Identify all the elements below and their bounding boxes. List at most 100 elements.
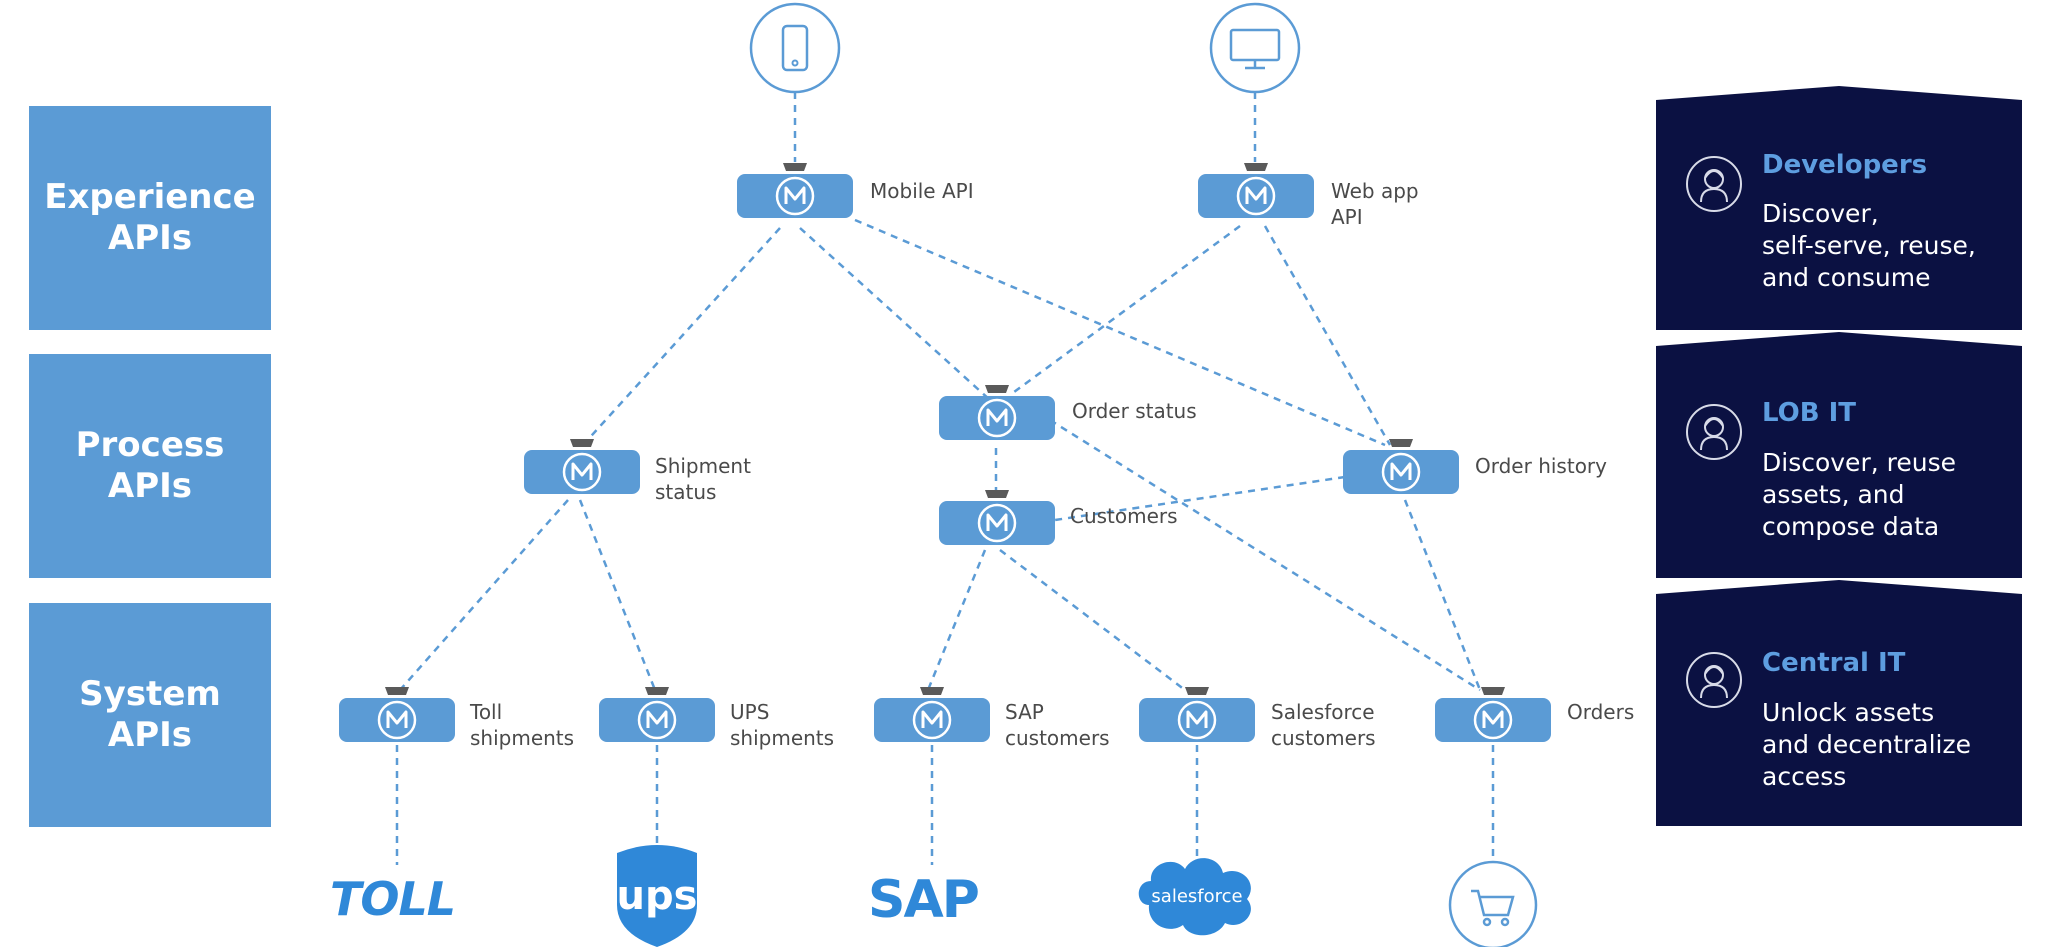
node-label-web-app-api: Web app API — [1331, 179, 1419, 229]
node-cap — [385, 687, 409, 695]
connector-customers-to-sap — [926, 549, 987, 691]
connector-order-status-to-orders — [1049, 418, 1481, 692]
connector-order-history-to-customers — [1054, 475, 1346, 522]
mulesoft-badge-icon — [562, 452, 602, 492]
node-cap — [783, 163, 807, 171]
layer-title-line2: APIs — [107, 715, 193, 755]
node-cap — [1389, 439, 1413, 447]
node-cap — [1481, 687, 1505, 695]
role-panel-central-it: Central IT Unlock assets and decentraliz… — [1656, 580, 2022, 826]
node-label-toll-shipments: Toll shipments — [470, 700, 575, 750]
api-node-sap-customers — [874, 687, 990, 742]
person-icon — [1686, 404, 1742, 460]
mulesoft-m-glyph — [986, 408, 1008, 426]
mulesoft-m-glyph — [646, 710, 668, 728]
api-node-salesforce-customers — [1139, 687, 1255, 742]
api-node-customers — [939, 490, 1055, 545]
role-title: LOB IT — [1762, 398, 1857, 428]
connector-shipment-status-to-toll — [399, 499, 569, 691]
mulesoft-badge-icon — [1473, 700, 1513, 740]
connector-mobile-api-to-order-history — [854, 218, 1386, 447]
node-label-orders: Orders — [1567, 700, 1635, 724]
connector-shipment-status-to-ups — [578, 499, 657, 691]
api-node-order-history — [1343, 439, 1459, 494]
role-description: Unlock assets and decentralize access — [1762, 698, 1971, 791]
node-label-order-history: Order history — [1475, 454, 1607, 478]
layer-title-line1: Experience — [44, 177, 256, 217]
node-cap — [645, 687, 669, 695]
node-cap — [1244, 163, 1268, 171]
layer-title-line2: APIs — [107, 466, 193, 506]
node-label-sap-customers: SAP customers — [1005, 700, 1110, 750]
mulesoft-m-glyph — [1186, 710, 1208, 728]
monitor-icon — [1229, 28, 1281, 70]
mulesoft-badge-icon — [637, 700, 677, 740]
api-node-orders — [1435, 687, 1551, 742]
cart-endpoint — [1448, 860, 1538, 947]
mulesoft-badge-icon — [1236, 176, 1276, 216]
mulesoft-m-glyph — [386, 710, 408, 728]
node-cap — [1185, 687, 1209, 695]
mulesoft-m-glyph — [1390, 462, 1412, 480]
connector-web-app-api-to-order-history — [1263, 225, 1392, 446]
connector-order-history-to-orders — [1403, 499, 1482, 691]
connections — [395, 92, 1495, 865]
api-node-order-status — [939, 385, 1055, 440]
connector-web-app-api-to-order-status — [1009, 224, 1241, 397]
node-label-order-status: Order status — [1072, 399, 1197, 423]
mulesoft-badge-icon — [377, 700, 417, 740]
mobile-endpoint — [749, 2, 841, 94]
connector-mobile-api-to-order-status — [799, 227, 991, 401]
api-node-ups-shipments — [599, 687, 715, 742]
mulesoft-badge-icon — [1177, 700, 1217, 740]
role-description: Discover, self-serve, reuse, and consume — [1762, 199, 1976, 292]
mulesoft-m-glyph — [1245, 186, 1267, 204]
api-node-web-app-api — [1198, 163, 1314, 218]
connector-mobile-api-to-shipment-status — [582, 227, 781, 446]
mulesoft-m-glyph — [784, 186, 806, 204]
salesforce-logo-text: salesforce — [1151, 886, 1242, 907]
role-panel-developers: Developers Discover, self-serve, reuse, … — [1656, 86, 2022, 330]
mulesoft-badge-icon — [912, 700, 952, 740]
mulesoft-m-glyph — [921, 710, 943, 728]
layer-title-line2: APIs — [107, 218, 193, 258]
person-icon — [1686, 652, 1742, 708]
layer-title-line1: System — [79, 674, 221, 714]
ups-logo-text: ups — [617, 873, 698, 919]
node-cap — [985, 385, 1009, 393]
node-label-mobile-api: Mobile API — [870, 179, 974, 203]
node-label-customers: Customers — [1070, 504, 1178, 528]
toll-logo: TOLL — [330, 872, 456, 926]
api-node-shipment-status — [524, 439, 640, 494]
role-description: Discover, reuse assets, and compose data — [1762, 448, 1956, 541]
shopping-cart-icon — [1471, 889, 1515, 927]
layer-title-line1: Process — [75, 425, 225, 465]
mulesoft-badge-icon — [775, 176, 815, 216]
mulesoft-badge-icon — [1381, 452, 1421, 492]
role-title: Developers — [1762, 150, 1928, 180]
salesforce-logo: salesforce — [1138, 858, 1251, 936]
mulesoft-badge-icon — [977, 503, 1017, 543]
mulesoft-m-glyph — [986, 513, 1008, 531]
api-nodes — [339, 163, 1551, 742]
api-node-mobile-api — [737, 163, 853, 218]
node-cap — [920, 687, 944, 695]
role-title: Central IT — [1762, 648, 1906, 678]
mulesoft-m-glyph — [571, 462, 593, 480]
sap-logo: SAP — [868, 870, 980, 930]
mulesoft-m-glyph — [1482, 710, 1504, 728]
node-cap — [985, 490, 1009, 498]
mobile-phone-icon — [781, 24, 809, 72]
node-label-salesforce-customers: Salesforce customers — [1271, 700, 1376, 750]
mulesoft-badge-icon — [977, 398, 1017, 438]
person-icon — [1686, 156, 1742, 212]
ups-logo: ups — [617, 845, 698, 947]
node-label-shipment-status: Shipment status — [655, 454, 751, 504]
node-cap — [570, 439, 594, 447]
web-endpoint — [1209, 2, 1301, 94]
connector-customers-to-salesforce — [999, 549, 1186, 691]
